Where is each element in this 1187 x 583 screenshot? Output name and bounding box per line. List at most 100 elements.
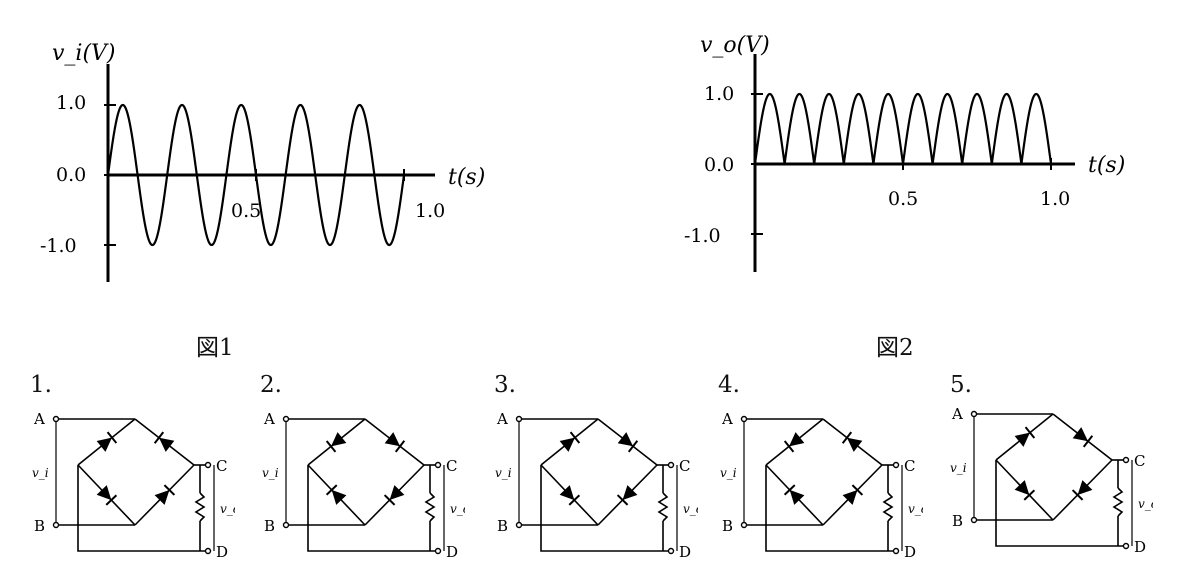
terminal-dot bbox=[970, 410, 978, 418]
y-tick-label: 1.0 bbox=[704, 83, 734, 105]
vout-label: v_o bbox=[220, 502, 235, 516]
terminal-label: A bbox=[496, 410, 508, 428]
terminal-dot bbox=[52, 415, 60, 423]
diode-triangle bbox=[331, 432, 347, 447]
terminal-label: C bbox=[216, 457, 227, 475]
y-tick-label: 0.0 bbox=[56, 164, 86, 186]
diode-triangle bbox=[842, 490, 858, 505]
terminal-label: D bbox=[679, 543, 691, 561]
diode-triangle bbox=[1072, 427, 1089, 442]
diode bbox=[325, 484, 347, 505]
figure-caption-1: 図1 bbox=[196, 335, 234, 361]
diode-triangle bbox=[617, 432, 634, 447]
waveform-series bbox=[106, 103, 406, 247]
resistor bbox=[194, 492, 206, 522]
vout-label: v_o bbox=[908, 502, 923, 516]
diode-bar bbox=[1071, 489, 1084, 501]
diode-bar bbox=[841, 431, 853, 444]
diode bbox=[1014, 426, 1036, 447]
diode bbox=[325, 432, 347, 453]
diode-bar bbox=[616, 494, 629, 506]
terminal-label: B bbox=[497, 517, 508, 535]
circuit-option-1: A B C Dv_i v_o bbox=[32, 410, 235, 561]
diode-bar bbox=[383, 494, 396, 506]
diode-bar bbox=[163, 484, 176, 496]
terminal-dot bbox=[667, 461, 675, 469]
terminal-label: B bbox=[34, 517, 45, 535]
vout-label: v_o bbox=[450, 502, 465, 516]
vout-label: v_o bbox=[683, 502, 698, 516]
terminal-label: D bbox=[904, 543, 916, 561]
terminal-dot bbox=[515, 521, 523, 529]
terminal-label: A bbox=[951, 405, 963, 423]
y-tick-label: 1.0 bbox=[56, 92, 86, 114]
wire bbox=[995, 460, 1126, 547]
waveform-series bbox=[753, 92, 1053, 165]
diode-triangle bbox=[96, 485, 112, 501]
graph-input-voltage: v_i(V) t(s) 1.0 0.0 -1.0 0.5 1.0 bbox=[40, 41, 485, 282]
diode-bar bbox=[783, 484, 796, 496]
diode-bar bbox=[394, 440, 406, 453]
x-tick-label: 1.0 bbox=[415, 200, 445, 222]
terminal-label: B bbox=[952, 512, 963, 530]
diode bbox=[96, 485, 118, 506]
diode bbox=[1014, 480, 1036, 501]
diode bbox=[783, 484, 805, 505]
diode bbox=[154, 484, 176, 505]
terminal-dot bbox=[667, 547, 675, 555]
diode-triangle bbox=[384, 432, 401, 447]
terminal-dot bbox=[434, 547, 442, 555]
diode-bar bbox=[1023, 489, 1036, 501]
diode-triangle bbox=[1014, 432, 1030, 447]
terminal-dot bbox=[892, 547, 900, 555]
diode-triangle bbox=[846, 437, 863, 452]
terminal-label: C bbox=[904, 457, 915, 475]
y-tick-label: 0.0 bbox=[704, 154, 734, 176]
terminal-dot bbox=[52, 521, 60, 529]
terminal-dot bbox=[740, 415, 748, 423]
resistor bbox=[424, 492, 436, 522]
diode-bar bbox=[783, 440, 795, 453]
terminal-dot bbox=[892, 461, 900, 469]
diode-triangle bbox=[789, 432, 805, 447]
wire bbox=[77, 465, 208, 552]
terminal-dot bbox=[282, 521, 290, 529]
diode-bar bbox=[568, 494, 581, 506]
diode bbox=[842, 484, 864, 505]
diode-bar bbox=[1082, 435, 1094, 448]
terminal-label: C bbox=[1134, 452, 1145, 470]
diode bbox=[616, 485, 638, 506]
diode bbox=[559, 431, 581, 452]
diode bbox=[617, 432, 639, 453]
diode bbox=[96, 431, 118, 452]
resistor bbox=[882, 492, 894, 522]
diode-triangle bbox=[559, 437, 575, 452]
terminal-label: A bbox=[33, 410, 45, 428]
diode-bar bbox=[569, 431, 581, 444]
vout-label: v_o bbox=[1138, 497, 1153, 511]
y-tick-label: -1.0 bbox=[684, 225, 721, 247]
diode bbox=[383, 485, 405, 506]
terminal-label: C bbox=[679, 457, 690, 475]
graph-output-voltage: v_o(V) t(s) 1.0 0.0 -1.0 0.5 1.0 bbox=[684, 33, 1125, 272]
terminal-label: D bbox=[1134, 538, 1146, 556]
x-axis-label: t(s) bbox=[1088, 153, 1125, 178]
diode-triangle bbox=[622, 485, 638, 500]
y-tick-label: -1.0 bbox=[40, 235, 77, 257]
terminal-label: A bbox=[721, 410, 733, 428]
terminal-label: D bbox=[216, 543, 228, 561]
terminal-label: C bbox=[446, 457, 457, 475]
terminal-dot bbox=[434, 461, 442, 469]
terminal-label: B bbox=[264, 517, 275, 535]
terminal-dot bbox=[282, 415, 290, 423]
diode-triangle bbox=[1014, 480, 1030, 496]
terminal-label: B bbox=[722, 517, 733, 535]
vin-label: v_i bbox=[32, 466, 49, 480]
diode-bar bbox=[105, 494, 118, 506]
terminal-dot bbox=[204, 461, 212, 469]
option-number: 4. bbox=[718, 372, 740, 398]
y-axis-label: v_i(V) bbox=[52, 41, 116, 66]
terminal-dot bbox=[740, 521, 748, 529]
diode-triangle bbox=[389, 485, 405, 500]
